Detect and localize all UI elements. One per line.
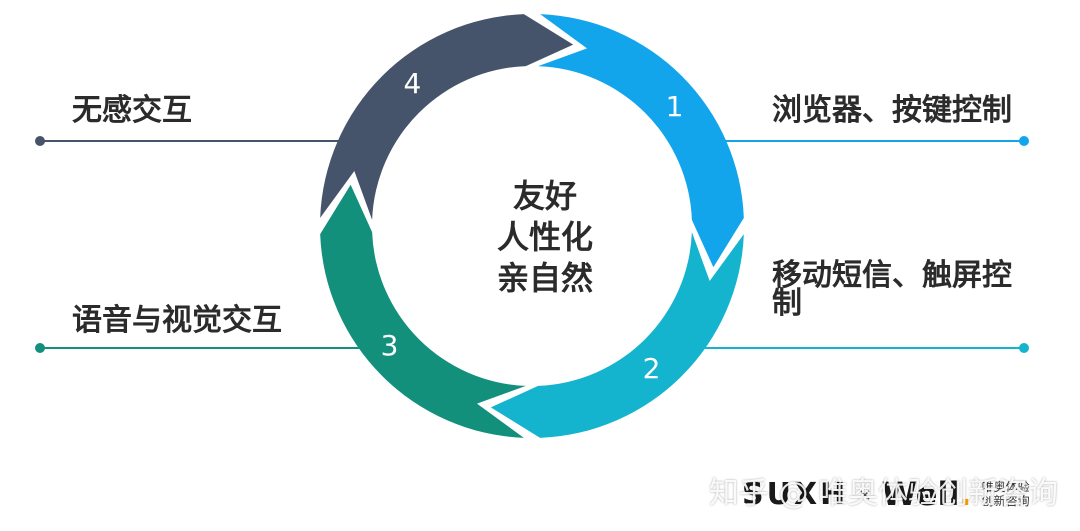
segment-number-3: 3 <box>381 329 399 362</box>
label-segment-2-text-line-2: 制 <box>772 286 802 321</box>
connector-line-4-dot <box>35 136 45 146</box>
segment-numbers: 1 2 3 4 <box>381 67 684 385</box>
center-line-3: 亲自然 <box>496 259 593 297</box>
ring-segment-1 <box>538 14 744 268</box>
segment-number-2: 2 <box>643 352 661 385</box>
segment-number-4: 4 <box>403 67 421 100</box>
cycle-ring <box>320 14 744 438</box>
label-segment-3: 语音与视觉交互 <box>72 305 282 337</box>
label-segment-2-text-line-1: 移动短信、触屏控 <box>772 258 1012 293</box>
connector-line-3-dot <box>35 343 45 353</box>
brand-separator: × <box>858 484 872 504</box>
brand-suxh: SUXH <box>742 476 849 512</box>
center-label: 友好 人性化 亲自然 <box>472 176 618 299</box>
brand-logo: SUXH × Well. 唯奥体验 创新咨询 <box>742 475 1030 513</box>
label-segment-4: 无感交互 <box>72 95 192 127</box>
ring-segment-2 <box>490 232 744 438</box>
brand-dot: . <box>959 475 972 513</box>
connector-line-1-dot <box>1019 136 1029 146</box>
center-line-2: 人性化 <box>496 218 593 256</box>
label-segment-1: 浏览器、按键控制 <box>772 95 1012 127</box>
brand-subtitle-line-1: 唯奥体验 <box>981 480 1030 494</box>
label-segment-2: 移动短信、触屏控 制 <box>772 260 1012 320</box>
connector-line-2-dot <box>1019 343 1029 353</box>
ring-segment-3 <box>320 184 526 438</box>
label-segment-4-text: 无感交互 <box>72 93 192 128</box>
label-segment-3-text: 语音与视觉交互 <box>72 303 282 338</box>
center-line-1: 友好 <box>512 177 577 215</box>
label-segment-1-text: 浏览器、按键控制 <box>772 93 1012 128</box>
connector-lines <box>35 136 1029 353</box>
brand-well-text: Well <box>881 475 960 513</box>
brand-well: Well. <box>882 475 972 513</box>
brand-subtitle: 唯奥体验 创新咨询 <box>982 480 1030 508</box>
ring-segment-4 <box>320 14 574 220</box>
brand-subtitle-line-2: 创新咨询 <box>981 494 1030 508</box>
watermark: 知乎 @ 唯奥体验创新咨询 <box>708 476 1058 511</box>
segment-number-1: 1 <box>666 90 684 123</box>
